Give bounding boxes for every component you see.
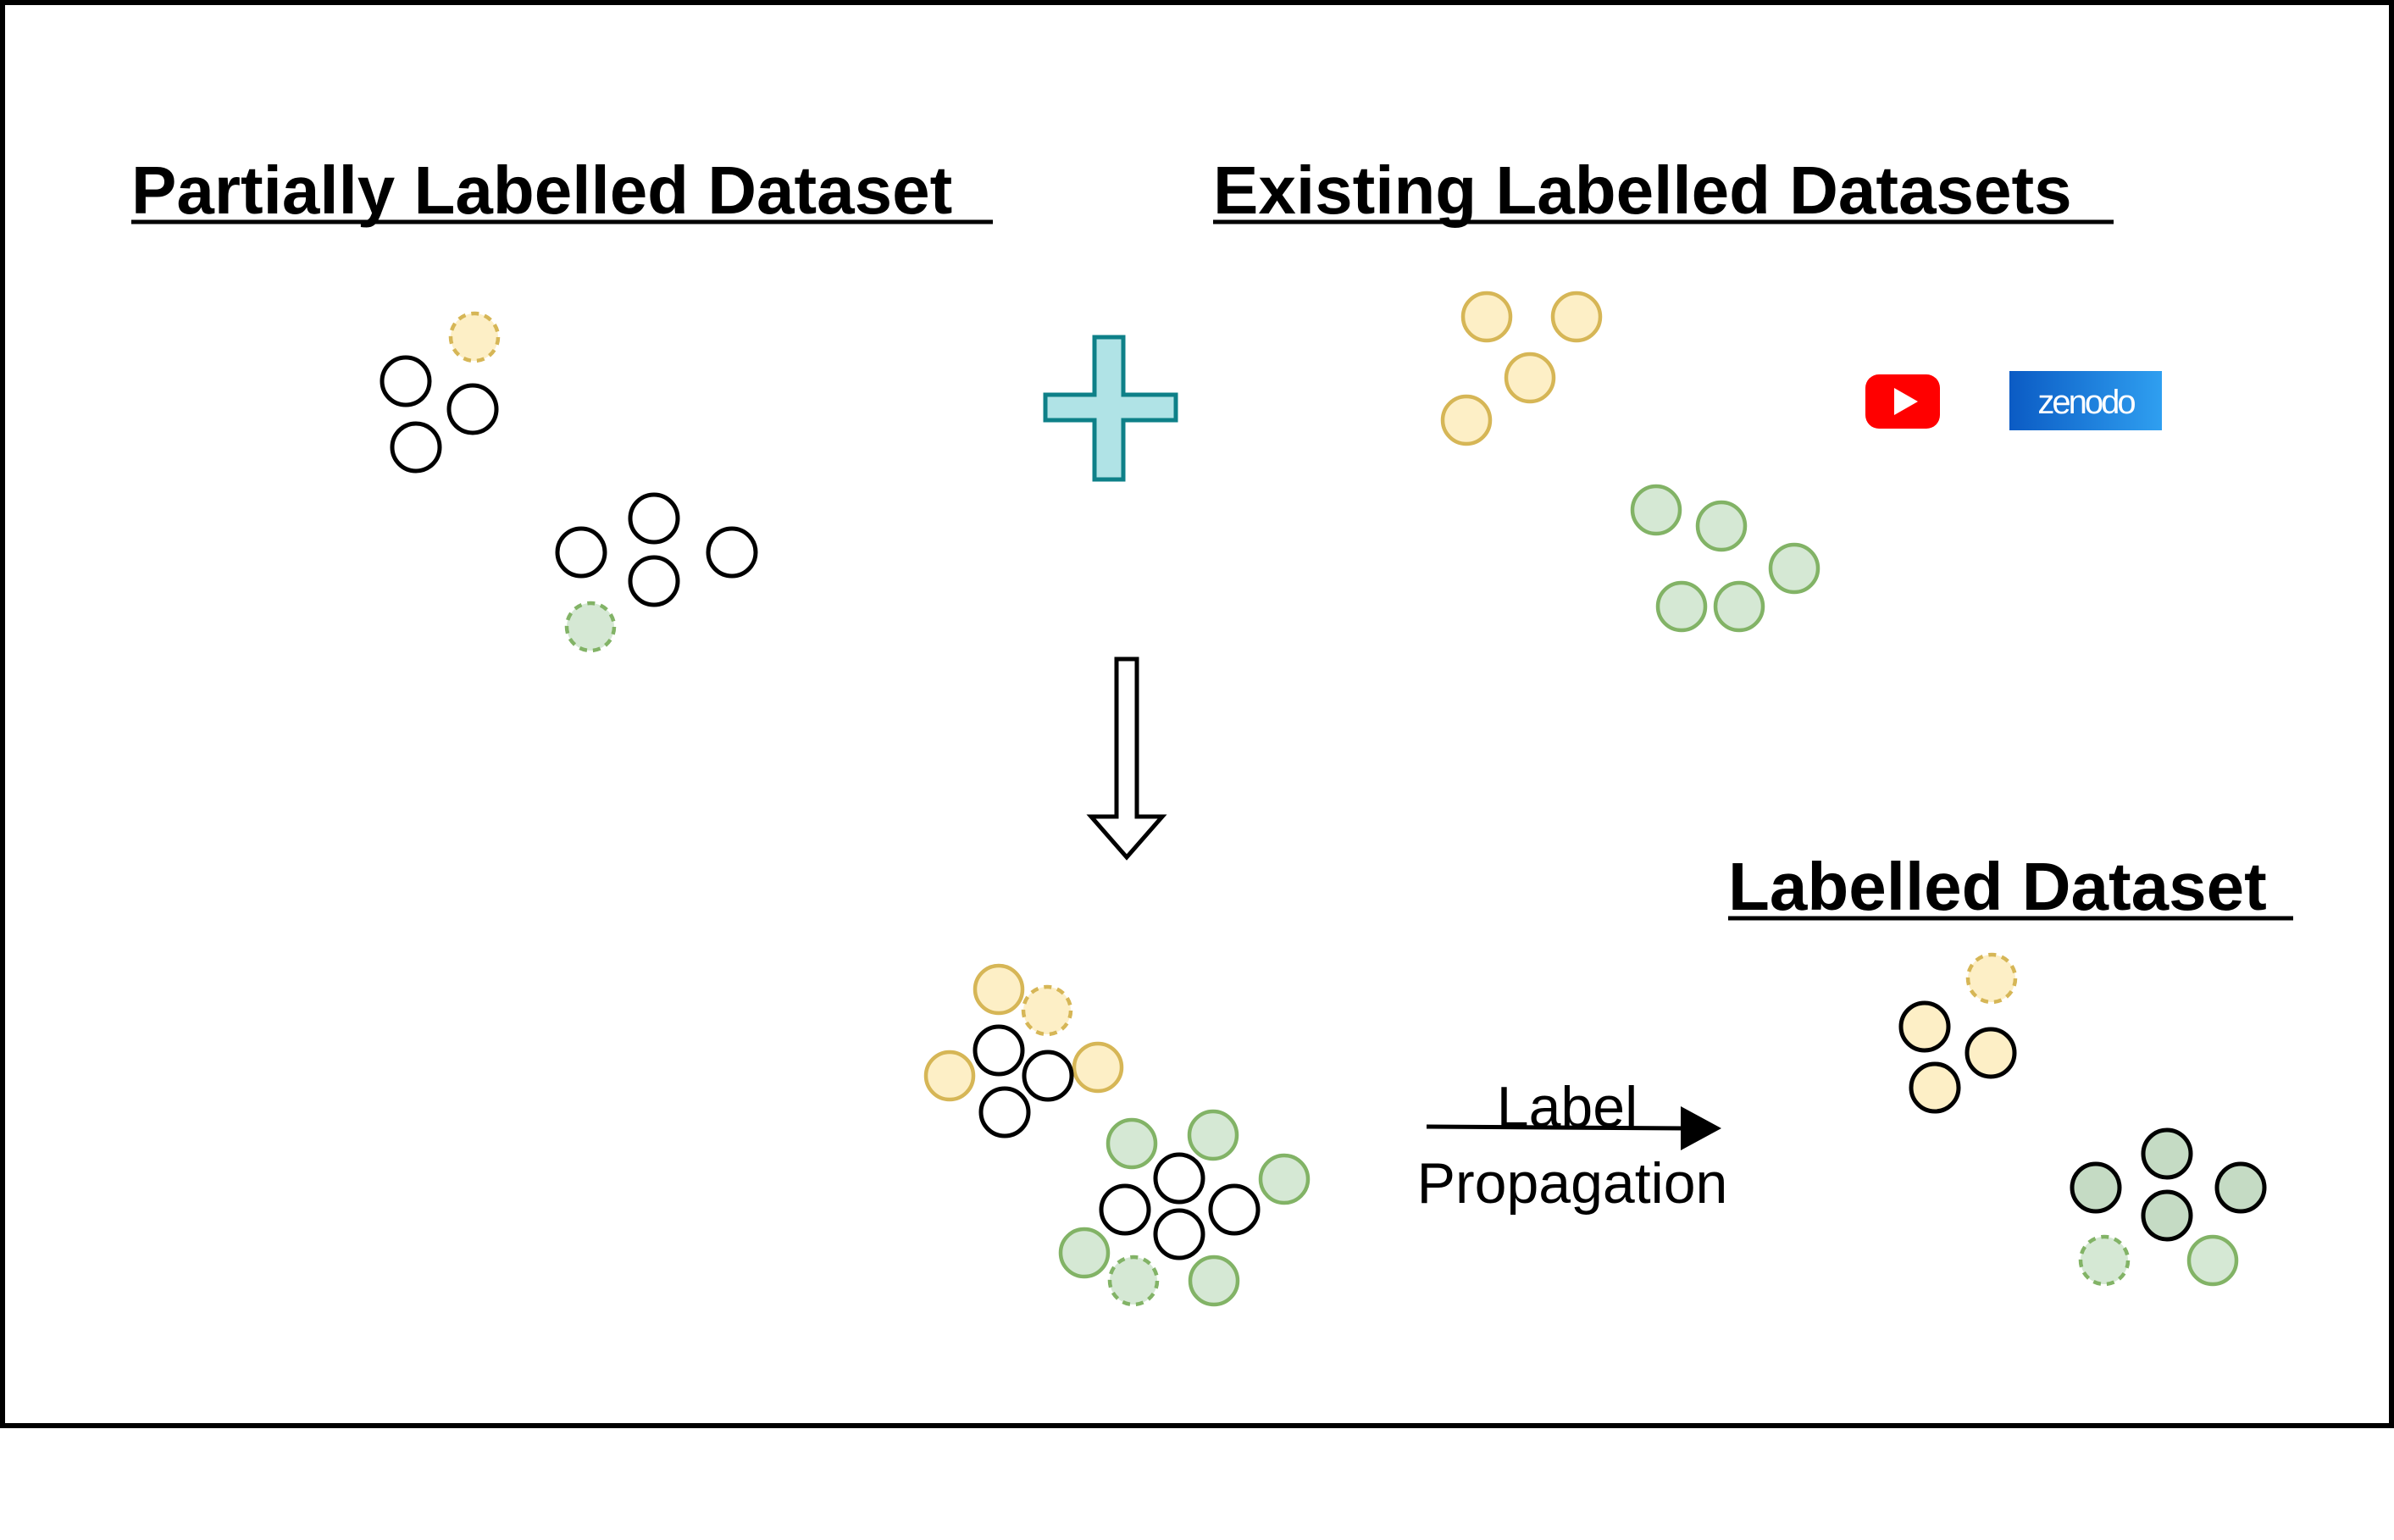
green-labelled-point [1695,500,1748,552]
green-labelled-point [1713,580,1765,633]
unlabelled-point [973,1024,1025,1077]
title-existing-labelled: Existing Labelled Datasets [1213,152,2072,228]
yellow-seed-point [1965,952,2018,1005]
youtube-logo [1865,374,1940,429]
unlabelled-point [390,421,442,474]
unlabelled-point [1153,1152,1205,1205]
green-labelled-point [1058,1227,1111,1279]
right-arrow-icon [1426,1106,1721,1150]
green-labelled-point [2186,1234,2239,1287]
yellow-labelled-point [1460,291,1513,343]
yellow-labelled-point [1504,352,1556,404]
green-labelled-point [1655,580,1708,633]
unlabelled-point [555,526,607,579]
unlabelled-point [628,555,680,607]
down-arrow-icon [1086,656,1167,861]
play-icon [1894,388,1918,415]
unlabelled-point [1099,1183,1151,1236]
zenodo-logo: zenodo [2009,371,2162,430]
unlabelled-point [706,526,758,579]
yellow-propagated-point [1965,1027,2017,1079]
unlabelled-point [1153,1208,1205,1260]
green-labelled-point [1106,1117,1158,1170]
yellow-seed-point [448,311,501,363]
unlabelled-point [628,492,680,545]
green-propagated-point [2141,1189,2193,1242]
propagation-label-line1: Label [1497,1075,1638,1139]
yellow-labelled-point [1440,394,1493,446]
yellow-propagated-point [1898,1000,1951,1053]
data-points [380,291,2267,1307]
yellow-propagated-point [1909,1061,1961,1114]
unlabelled-point [1022,1050,1074,1102]
green-propagated-point [2070,1161,2122,1214]
unlabelled-point [978,1086,1031,1138]
green-propagated-point [2141,1127,2193,1180]
green-labelled-point [1768,542,1820,595]
green-seed-point [2078,1234,2131,1287]
unlabelled-point [1208,1183,1261,1236]
green-seed-point [564,601,617,653]
yellow-seed-point [1021,984,1073,1037]
title-partially-labelled: Partially Labelled Dataset [131,152,952,228]
yellow-labelled-point [1072,1041,1124,1094]
green-propagated-point [2214,1161,2267,1214]
yellow-labelled-point [923,1050,976,1102]
propagation-label-line2: Propagation [1417,1151,1728,1216]
green-labelled-point [1188,1255,1240,1307]
unlabelled-point [380,355,432,407]
green-seed-point [1107,1255,1160,1307]
yellow-labelled-point [973,963,1025,1016]
yellow-labelled-point [1550,291,1603,343]
green-labelled-point [1187,1109,1239,1161]
title-labelled: Labelled Dataset [1728,849,2267,924]
green-labelled-point [1258,1153,1311,1205]
zenodo-logo-text: zenodo [2037,384,2135,421]
green-labelled-point [1630,484,1682,536]
unlabelled-point [446,383,499,435]
plus-icon [1043,335,1178,482]
